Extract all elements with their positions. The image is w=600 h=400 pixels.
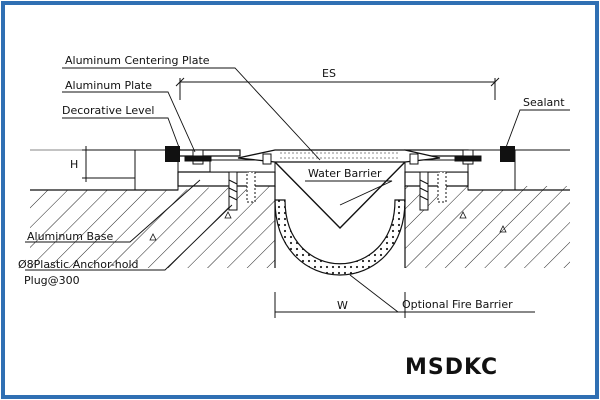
optional-fire-barrier (274, 199, 406, 276)
anchor-label-line1: Ø8Plastic Anchor-hold (18, 258, 139, 271)
h-dimension (82, 146, 135, 182)
right-substrate (405, 186, 570, 268)
left-anchor (228, 171, 256, 211)
concrete-aggregate (149, 211, 507, 241)
right-sealant (500, 146, 515, 162)
left-aluminum-base (177, 171, 276, 187)
left-substrate (30, 186, 275, 268)
w-dimension (274, 292, 406, 318)
decorative-level-label: Decorative Level (62, 104, 154, 117)
aluminum-plate-label: Aluminum Plate (65, 79, 152, 92)
left-aluminum-plate (177, 149, 241, 157)
right-bolts (409, 149, 482, 165)
brand-logo-text: MSDKC (405, 355, 498, 380)
es-dimension (175, 77, 500, 100)
w-label: W (337, 299, 348, 312)
leader-lines (25, 67, 570, 313)
sealant-label: Sealant (523, 96, 565, 109)
aluminum-base-label: Aluminum Base (27, 230, 113, 243)
right-anchor (419, 171, 447, 211)
water-barrier-label: Water Barrier (308, 167, 382, 180)
h-label: H (70, 158, 78, 171)
fire-barrier-label: Optional Fire Barrier (402, 298, 513, 311)
anchor-label-line2: Plug@300 (24, 274, 80, 287)
left-sealant (165, 146, 180, 162)
water-barrier (274, 161, 406, 229)
right-aluminum-base (404, 171, 469, 187)
left-bolts (184, 149, 272, 165)
es-label: ES (322, 67, 336, 80)
centering-plate-label: Aluminum Centering Plate (65, 54, 210, 67)
